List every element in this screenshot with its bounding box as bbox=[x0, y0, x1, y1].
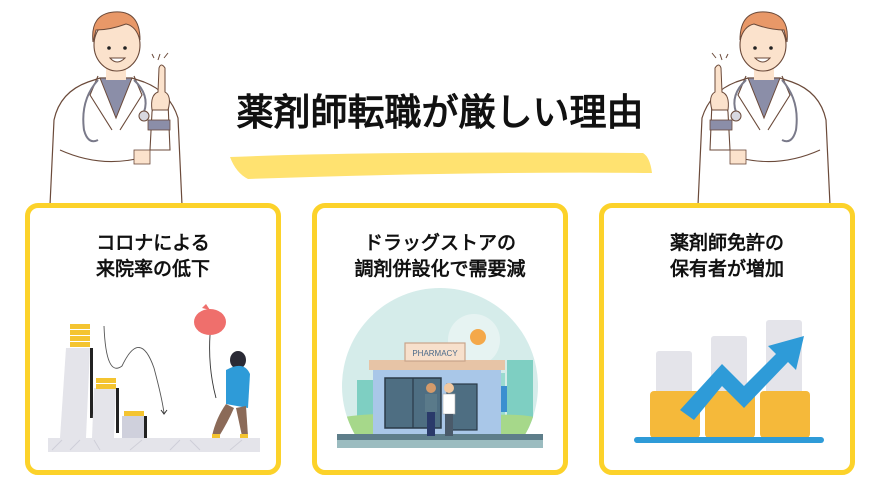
card-title-line1: ドラッグストアの bbox=[363, 232, 516, 254]
card-title-line2: 保有者が増加 bbox=[669, 258, 784, 280]
reason-card-covid: コロナによる 来院率の低下 bbox=[25, 203, 281, 475]
declining-bars-illustration bbox=[48, 304, 260, 452]
rising-chart-illustration bbox=[634, 320, 824, 443]
reason-card-license-holders: 薬剤師免許の 保有者が増加 bbox=[599, 203, 855, 475]
card-title: コロナによる 来院率の低下 bbox=[30, 230, 276, 282]
pharmacy-sign-text: PHARMACY bbox=[412, 349, 458, 358]
highlighter-underline bbox=[230, 152, 652, 179]
card-title-line2: 来院率の低下 bbox=[95, 258, 210, 280]
card-title: ドラッグストアの 調剤併設化で需要減 bbox=[317, 230, 563, 282]
card-title-line2: 調剤併設化で需要減 bbox=[354, 258, 526, 280]
card-title: 薬剤師免許の 保有者が増加 bbox=[604, 230, 850, 282]
card-title-line1: 薬剤師免許の bbox=[669, 232, 784, 254]
reason-card-drugstore: ドラッグストアの 調剤併設化で需要減 PHARMACY bbox=[312, 203, 568, 475]
page-title: 薬剤師転職が厳しい理由 bbox=[236, 91, 644, 134]
doctor-illustration-right bbox=[697, 11, 831, 205]
doctor-illustration-left bbox=[49, 11, 183, 205]
pharmacy-illustration: PHARMACY bbox=[337, 288, 543, 448]
card-title-line1: コロナによる bbox=[96, 232, 210, 254]
